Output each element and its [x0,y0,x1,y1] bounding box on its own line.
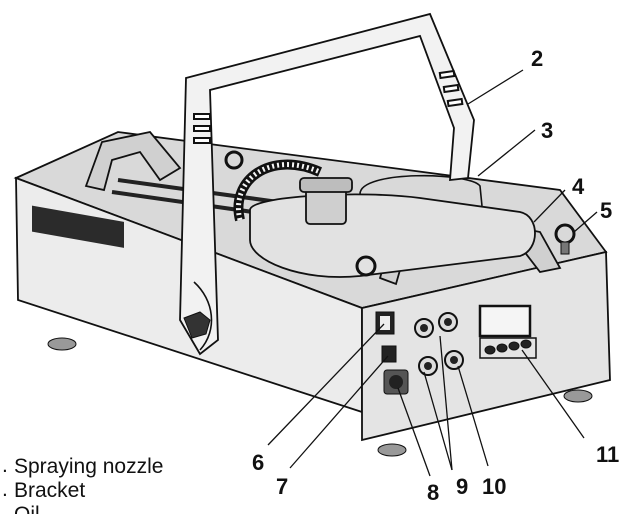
bracket-knob [183,311,211,339]
legend-item-spraying-nozzle: Spraying nozzle [14,455,163,478]
eye-bolt [224,150,244,170]
callout-4: 4 [572,174,585,199]
callout-7: 7 [276,474,288,499]
leader-lines [267,69,598,477]
legend-item-cut-off: Oil [14,503,40,514]
callout-5: 5 [600,198,612,223]
foot [563,389,593,403]
control-buttons [484,339,532,355]
callout-11: 11 [596,442,619,467]
legend-item-bracket: Bracket [14,479,85,502]
callout-6: 6 [252,450,264,475]
callout-3: 3 [541,118,553,143]
eye-bolt [554,223,576,255]
legend-marker: . [2,478,8,501]
eye-bolt [355,255,377,277]
callout-10: 10 [482,474,506,499]
lcd-display [478,304,532,338]
callout-2: 2 [531,46,543,71]
carry-handle-rear [84,131,182,192]
foot [377,443,407,457]
legend-marker: . [2,454,8,477]
bracket [179,12,475,356]
foot [47,337,77,351]
side-vent [32,205,124,248]
parts-legend: . Spraying nozzle . Bracket Oil [2,454,163,514]
fluid-tank [249,174,536,278]
front-panel [375,304,537,395]
callout-8: 8 [427,480,439,505]
callout-labels: 2 3 4 5 6 7 8 9 10 11 [252,46,619,505]
callout-9: 9 [456,474,468,499]
